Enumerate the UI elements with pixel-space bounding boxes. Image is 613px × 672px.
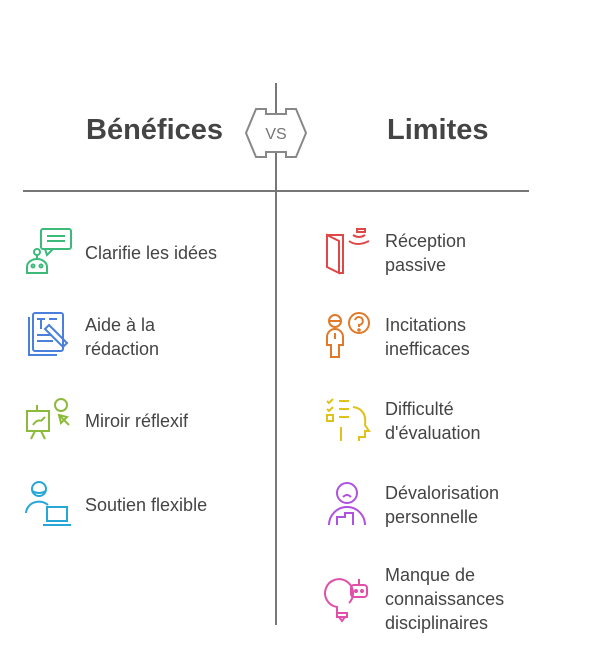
limit-label: Difficulté d'évaluation — [385, 399, 481, 443]
limit-label: Incitations inefficaces — [385, 315, 470, 359]
document-pencil-icon — [28, 312, 69, 356]
limit-item: Difficulté d'évaluation — [323, 395, 525, 447]
benefit-item: Soutien flexible — [23, 479, 207, 531]
benefit-label: Soutien flexible — [85, 495, 208, 515]
easel-person-icon — [26, 398, 70, 440]
person-laptop-icon — [25, 481, 71, 526]
person-question-icon — [326, 312, 370, 358]
horizontal-divider — [23, 190, 529, 192]
limit-item: Dévalorisation personnelle — [323, 479, 525, 531]
sad-person-icon — [328, 482, 366, 526]
vertical-divider — [275, 83, 277, 625]
benefit-label: Miroir réflexif — [85, 411, 189, 431]
limits-title: Limites — [387, 114, 489, 146]
robot-chat-icon — [26, 228, 72, 274]
benefit-item: Clarifie les idées — [23, 227, 217, 279]
limit-item: Réception passive — [323, 227, 525, 279]
checklist-head-icon — [326, 398, 371, 441]
vs-badge: VS — [244, 108, 308, 158]
bulb-robot-icon — [324, 578, 368, 623]
benefit-label: Aide à la rédaction — [85, 315, 160, 359]
benefit-label: Clarifie les idées — [85, 243, 218, 263]
limit-label: Manque de connaissances disciplinaires — [385, 565, 505, 633]
limit-item: Manque de connaissances disciplinaires — [323, 563, 525, 635]
benefit-item: Miroir réflexif — [23, 395, 188, 447]
benefits-title: Bénéfices — [86, 114, 224, 146]
vs-label: VS — [265, 126, 286, 143]
benefit-item: Aide à la rédaction — [23, 311, 225, 363]
limit-label: Réception passive — [385, 231, 467, 275]
door-signal-icon — [326, 228, 370, 275]
limit-item: Incitations inefficaces — [323, 311, 525, 363]
limit-label: Dévalorisation personnelle — [385, 483, 500, 527]
